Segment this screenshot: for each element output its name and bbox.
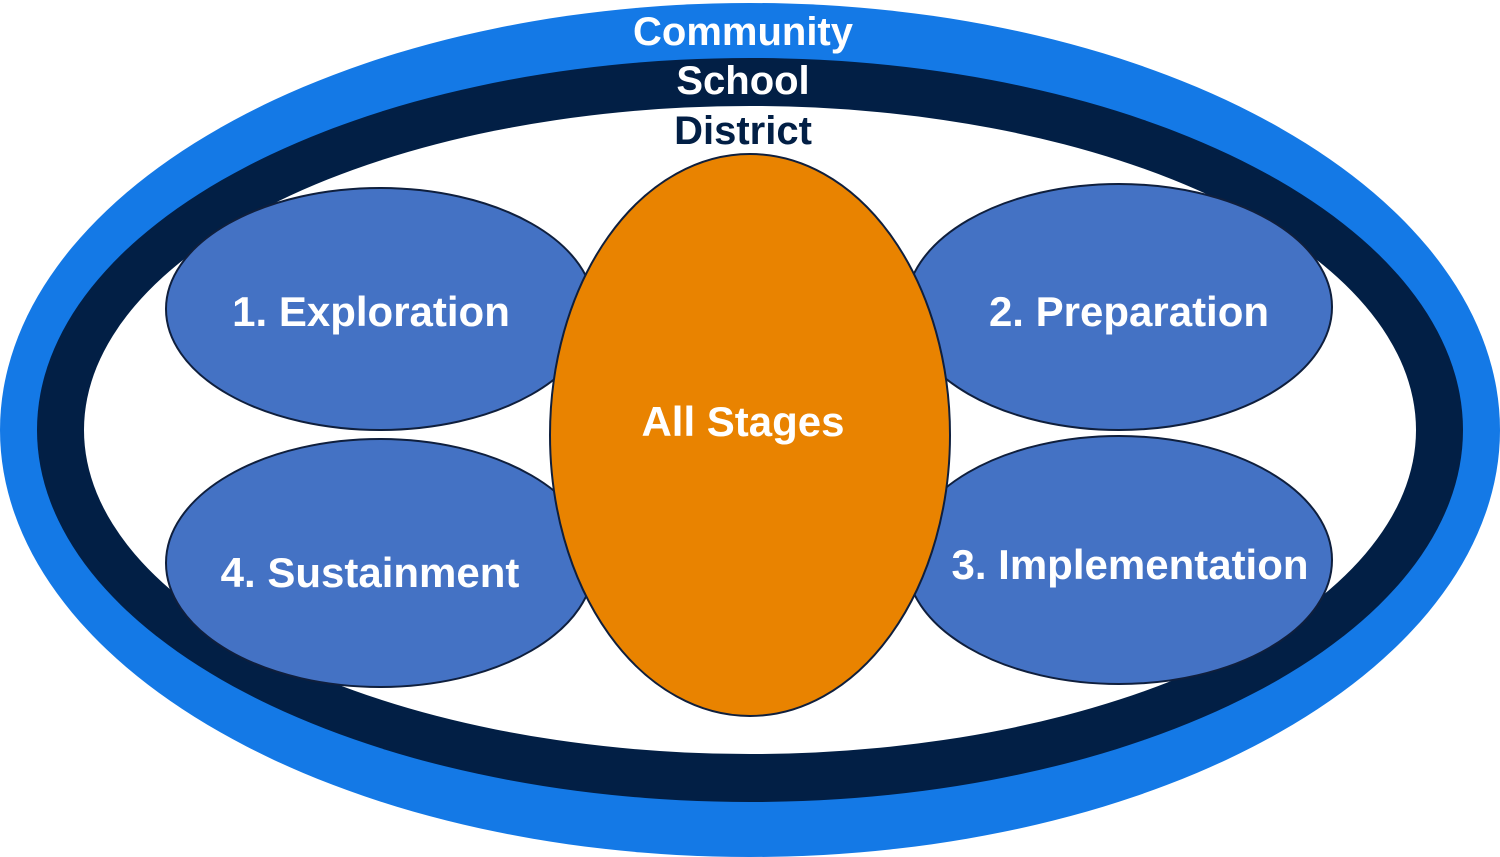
exploration-label: 1. Exploration (232, 288, 510, 335)
all-stages-label: All Stages (641, 398, 844, 445)
implementation-label: 3. Implementation (951, 541, 1308, 588)
preparation-label: 2. Preparation (989, 288, 1269, 335)
district-label: District (674, 109, 812, 153)
school-label: School (676, 59, 809, 103)
community-label: Community (633, 10, 854, 54)
sustainment-label: 4. Sustainment (221, 549, 520, 596)
all-stages-ellipse (549, 153, 951, 717)
